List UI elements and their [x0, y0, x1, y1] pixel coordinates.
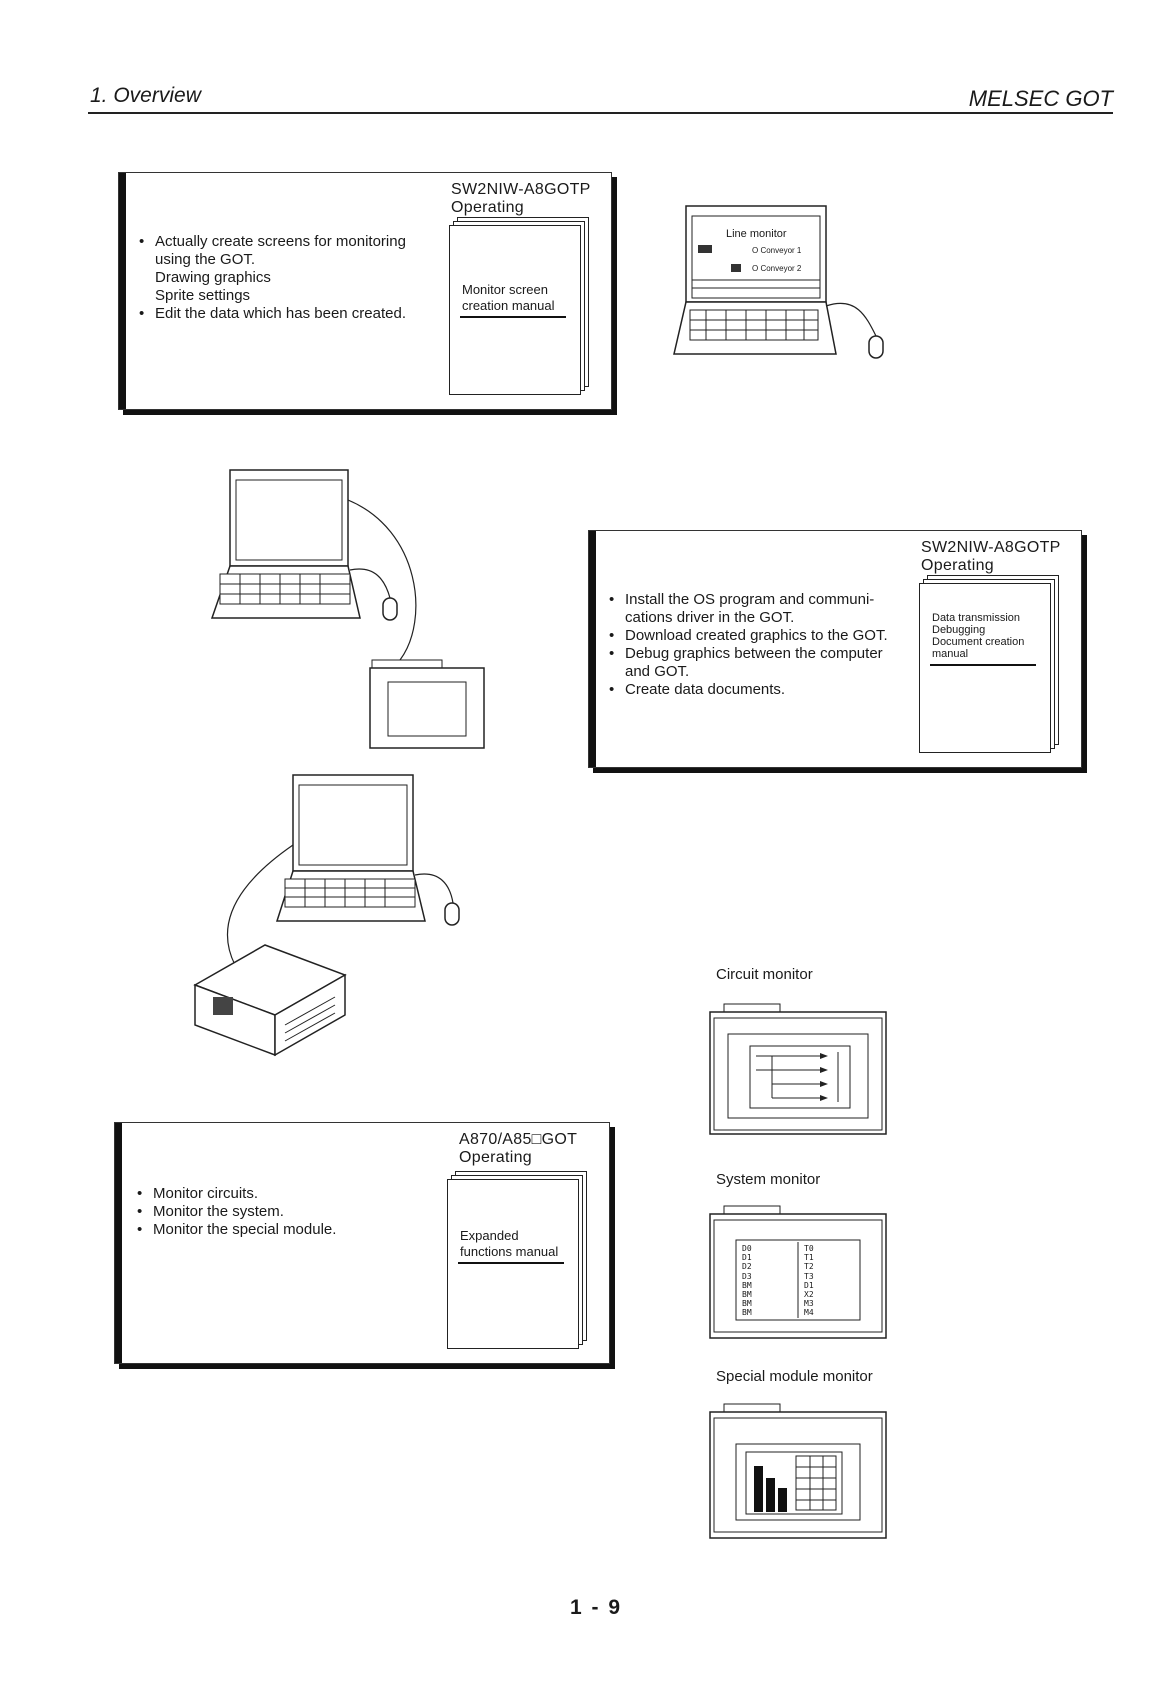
circuit-monitor-display [709, 1003, 890, 1136]
book-label: Data transmission [932, 612, 1021, 624]
system-cell: T0 [804, 1244, 814, 1253]
system-cell: D3 [742, 1271, 752, 1281]
monitor-caption: System monitor [716, 1171, 821, 1188]
list-item: Debug graphics between the computer [609, 645, 899, 663]
header-rule [88, 112, 1113, 114]
laptop-drawing [673, 205, 884, 359]
book-rule [458, 1262, 564, 1264]
system-cell: M3 [804, 1299, 814, 1309]
list-item: Create data documents. [609, 681, 899, 699]
panel-monitoring: Monitor circuits. Monitor the system. Mo… [114, 1122, 610, 1364]
manual-title: A870/A85□GOT [459, 1131, 578, 1148]
list-item: cations driver in the GOT. [625, 609, 795, 626]
system-monitor-drawing [709, 1205, 887, 1339]
list-item: and GOT. [625, 663, 690, 680]
panel-bullets: Install the OS program and communi- cati… [609, 591, 899, 699]
book-rule [930, 664, 1036, 666]
laptop-with-got [200, 469, 485, 750]
panel-bullets: Monitor circuits. Monitor the system. Mo… [137, 1185, 427, 1239]
laptop-line-monitor: Line monitor O Conveyor 1 O Conveyor 2 [673, 205, 906, 376]
panel-data-transmission: Install the OS program and communi- cati… [588, 530, 1082, 768]
system-cell: D2 [742, 1262, 752, 1272]
book-label: creation manual [462, 298, 555, 313]
list-item: Monitor circuits. [137, 1185, 427, 1203]
book-label: functions manual [460, 1244, 559, 1259]
page-number: 1 - 9 [570, 1596, 623, 1619]
special-module-drawing [709, 1403, 887, 1539]
system-cell: T3 [804, 1271, 814, 1281]
screen-title: Line monitor [726, 228, 787, 240]
panel-bullets: Actually create screens for monitoring u… [139, 233, 429, 323]
system-cell: T2 [804, 1262, 814, 1272]
system-cell: BM [742, 1290, 752, 1300]
list-item: Install the OS program and communi- [609, 591, 899, 609]
system-cell: D1 [804, 1280, 814, 1290]
system-cell: M4 [804, 1308, 814, 1318]
list-item: Sprite settings [155, 287, 251, 304]
system-cell: D0 [742, 1244, 752, 1253]
list-item: Drawing graphics [155, 269, 271, 286]
book-label: manual [932, 648, 969, 660]
list-item: Edit the data which has been created. [139, 305, 429, 323]
circuit-monitor-drawing [709, 1003, 887, 1135]
special-module-monitor-display [709, 1403, 890, 1540]
system-cell: X2 [804, 1290, 814, 1300]
panel-create-screens: Actually create screens for monitoring u… [118, 172, 612, 410]
manual-subtitle: Operating [921, 557, 994, 574]
laptop-got-drawing [210, 469, 485, 749]
list-item: Download created graphics to the GOT. [609, 627, 899, 645]
screen-row: O Conveyor 2 [752, 264, 802, 273]
book-label: Expanded [460, 1228, 519, 1243]
screen-row: O Conveyor 1 [752, 246, 802, 255]
product-name: MELSEC GOT [968, 86, 1113, 111]
manual-subtitle: Operating [459, 1149, 532, 1166]
system-col-left: D0 D1 D2 D3 BM BM BM BM [742, 1244, 752, 1318]
book-label: Document creation [932, 636, 1025, 648]
manual-book: Data transmission Debugging Document cre… [919, 583, 1051, 753]
section-title: 1. Overview [90, 84, 201, 107]
system-cell: T1 [804, 1253, 814, 1263]
monitor-caption: Special module monitor [716, 1368, 873, 1385]
manual-book: Monitor screen creation manual [449, 225, 581, 395]
book-rule [460, 316, 566, 318]
system-monitor-display: D0 D1 D2 D3 BM BM BM BM T0 T1 T2 T3 D1 X… [709, 1205, 890, 1339]
system-cell: BM [742, 1308, 752, 1318]
list-item: Monitor the system. [137, 1203, 427, 1221]
laptop-printer-drawing [193, 774, 460, 1057]
system-col-right: T0 T1 T2 T3 D1 X2 M3 M4 [804, 1244, 814, 1318]
system-cell: BM [742, 1299, 752, 1309]
manual-title: SW2NIW-A8GOTP [921, 539, 1061, 556]
book-label: Debugging [932, 624, 986, 636]
manual-book: Expanded functions manual [447, 1179, 579, 1349]
list-item: Monitor the special module. [137, 1221, 427, 1239]
manual-title: SW2NIW-A8GOTP [451, 181, 591, 198]
manual-subtitle: Operating [451, 199, 524, 216]
list-item: Actually create screens for monitoring [139, 233, 429, 251]
monitor-caption: Circuit monitor [716, 966, 813, 983]
system-cell: D1 [742, 1253, 752, 1263]
book-label: Monitor screen [462, 282, 548, 297]
list-item: using the GOT. [155, 251, 256, 268]
laptop-with-printer [185, 774, 485, 1075]
system-cell: BM [742, 1280, 752, 1290]
